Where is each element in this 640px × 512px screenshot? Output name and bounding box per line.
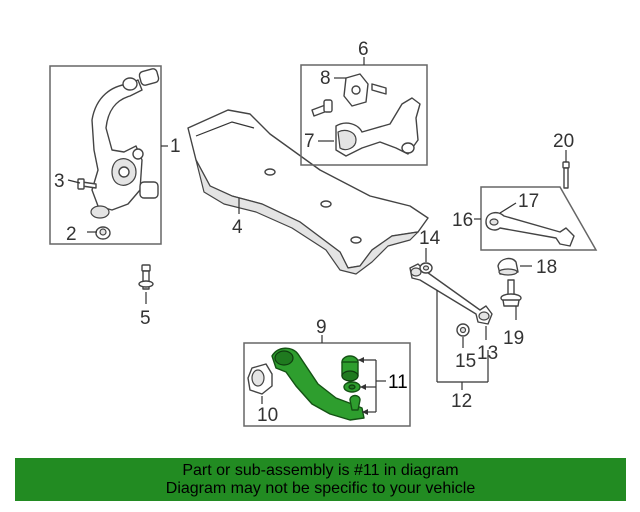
washer-part-15[interactable]: [456, 323, 470, 337]
banner-line-2: Diagram may not be specific to your vehi…: [165, 479, 476, 497]
lower-control-arm-part-11[interactable]: [271, 347, 365, 421]
callout-11: 11: [388, 372, 408, 393]
bushing-part-18[interactable]: [497, 257, 519, 276]
upper-arm-part-7[interactable]: [335, 97, 421, 157]
info-banner: Part or sub-assembly is #11 in diagram D…: [15, 458, 626, 501]
callout-8: 8: [320, 68, 331, 89]
crossmember-part-4[interactable]: [187, 109, 429, 275]
callout-17: 17: [518, 191, 539, 212]
bolt-part-19[interactable]: [500, 279, 522, 307]
callout-3: 3: [54, 171, 65, 192]
bushing-part-2[interactable]: [95, 226, 111, 240]
callout-1: 1: [170, 136, 181, 157]
callout-12-bracket: [436, 290, 489, 390]
banner-line-1: Part or sub-assembly is #11 in diagram: [182, 461, 459, 479]
bracket-part-8[interactable]: [311, 73, 387, 117]
callout-18: 18: [536, 257, 557, 278]
callout-2: 2: [66, 224, 77, 245]
callout-5: 5: [140, 308, 151, 329]
callout-10: 10: [257, 405, 278, 426]
trailing-link-group-box: [480, 186, 598, 251]
callout-14: 14: [419, 228, 441, 249]
bolt-part-5[interactable]: [138, 264, 154, 290]
bolt-part-20[interactable]: [562, 161, 570, 189]
callout-9: 9: [316, 317, 327, 338]
trailing-link-part-17[interactable]: [485, 211, 575, 247]
lower-arm-group-box: [243, 342, 411, 427]
callout-19: 19: [503, 328, 524, 349]
lateral-link-part-13[interactable]: [409, 263, 493, 325]
bolt-part-3[interactable]: [77, 178, 97, 190]
callout-11-leader: [358, 357, 386, 415]
callout-6: 6: [358, 39, 369, 60]
knuckle-group-box: [49, 65, 162, 245]
callout-15: 15: [455, 351, 476, 372]
callout-12: 12: [451, 391, 472, 412]
callout-20: 20: [553, 131, 574, 152]
callout-16: 16: [452, 210, 473, 231]
callout-7: 7: [304, 131, 315, 152]
knuckle-assembly[interactable]: [90, 68, 160, 219]
bushing-part-14[interactable]: [419, 262, 433, 274]
parts-diagram: 1 2 3 4 5 6 7 8 9: [49, 39, 598, 427]
bushing-part-10[interactable]: [247, 363, 273, 395]
callout-4: 4: [232, 217, 243, 238]
